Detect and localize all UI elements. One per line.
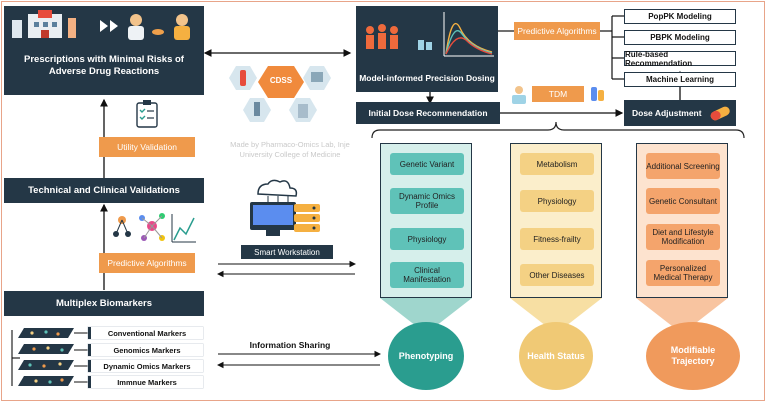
modifiable-trajectory-circle: Modifiable Trajectory	[646, 322, 740, 390]
algo-poppk: PopPK Modeling	[624, 9, 736, 24]
phenotyping-item-2: Dynamic Omics Profile	[390, 188, 464, 214]
algo-machine-learning: Machine Learning	[624, 72, 736, 87]
watermark-text: Made by Pharmaco-Omics Lab, Inje Univers…	[230, 140, 350, 159]
initial-dose-box: Initial Dose Recommendation	[356, 102, 500, 124]
marker-conventional: Conventional Markers	[88, 327, 203, 339]
cdss-label: CDSS	[269, 76, 293, 85]
trajectory-item-1: Additional Screening	[646, 153, 720, 179]
trajectory-item-3: Diet and Lifestyle Modification	[646, 224, 720, 250]
left-predictive-algorithms-label: Predictive Algorithms	[99, 253, 195, 273]
tdm-label: TDM	[532, 86, 584, 102]
tdm-sample-icon	[588, 84, 606, 104]
health-item-1: Metabolism	[520, 153, 594, 175]
checklist-icon	[134, 100, 160, 128]
dose-adjustment-box: Dose Adjustment	[624, 100, 736, 126]
mipd-panel: Model-informed Precision Dosing	[356, 6, 498, 92]
pill-icon	[710, 106, 730, 121]
marker-immune: Immnue Markers	[88, 376, 203, 388]
technical-validations-box: Technical and Clinical Validations	[4, 178, 204, 203]
hospital-icon	[12, 10, 190, 40]
doctor-icon	[512, 86, 526, 104]
tdm-icons	[508, 84, 530, 104]
mipd-illustration	[366, 12, 494, 57]
multiplex-biomarkers-box: Multiplex Biomarkers	[4, 291, 204, 316]
dose-adjustment-label: Dose Adjustment	[632, 108, 702, 118]
phenotyping-item-4: Clinical Manifestation	[390, 262, 464, 288]
trajectory-item-4: Personalized Medical Therapy	[646, 260, 720, 286]
cdss-hexagons: CDSS	[218, 62, 348, 130]
algo-rule-based: Rule-based Recommendation	[624, 50, 736, 68]
phenotyping-circle: Phenotyping	[388, 322, 464, 390]
mipd-title: Model-informed Precision Dosing	[359, 73, 495, 83]
prescriptions-title: Prescriptions with Minimal Risks of Adve…	[24, 54, 184, 77]
marker-genomics: Genomics Markers	[88, 344, 203, 356]
trajectory-item-2: Genetic Consultant	[646, 188, 720, 214]
cdss-hexagon-cluster	[229, 66, 331, 122]
phenotyping-column: Genetic Variant Dynamic Omics Profile Ph…	[380, 143, 472, 298]
smart-workstation-label: Smart Workstation	[241, 245, 333, 259]
health-item-4: Other Diseases	[520, 264, 594, 286]
layer-stack-icon	[18, 328, 74, 386]
workstation-icon	[250, 179, 320, 236]
phenotyping-item-1: Genetic Variant	[390, 153, 464, 175]
health-status-circle: Health Status	[519, 322, 593, 390]
health-item-2: Physiology	[520, 190, 594, 212]
biomarker-layers	[18, 326, 76, 390]
phenotyping-item-3: Physiology	[390, 228, 464, 250]
clipboard-icon	[136, 100, 158, 128]
workstation-illustration	[246, 176, 324, 240]
vial-icon	[591, 87, 604, 101]
modifiable-trajectory-column: Additional Screening Genetic Consultant …	[636, 143, 728, 298]
health-status-column: Metabolism Physiology Fitness-frailty Ot…	[510, 143, 602, 298]
hospital-illustration	[8, 10, 200, 42]
utility-validation-label: Utility Validation	[99, 137, 195, 157]
prescriptions-panel: Prescriptions with Minimal Risks of Adve…	[4, 6, 204, 95]
network-icons	[112, 210, 196, 246]
right-predictive-algorithms-label: Predictive Algorithms	[514, 22, 600, 40]
marker-dynamic-omics: Dynamic Omics Markers	[88, 360, 203, 372]
algo-pbpk: PBPK Modeling	[624, 30, 736, 45]
information-sharing-label: Information Sharing	[249, 340, 331, 350]
health-item-3: Fitness-frailty	[520, 228, 594, 250]
network-graph-icon	[113, 213, 196, 243]
